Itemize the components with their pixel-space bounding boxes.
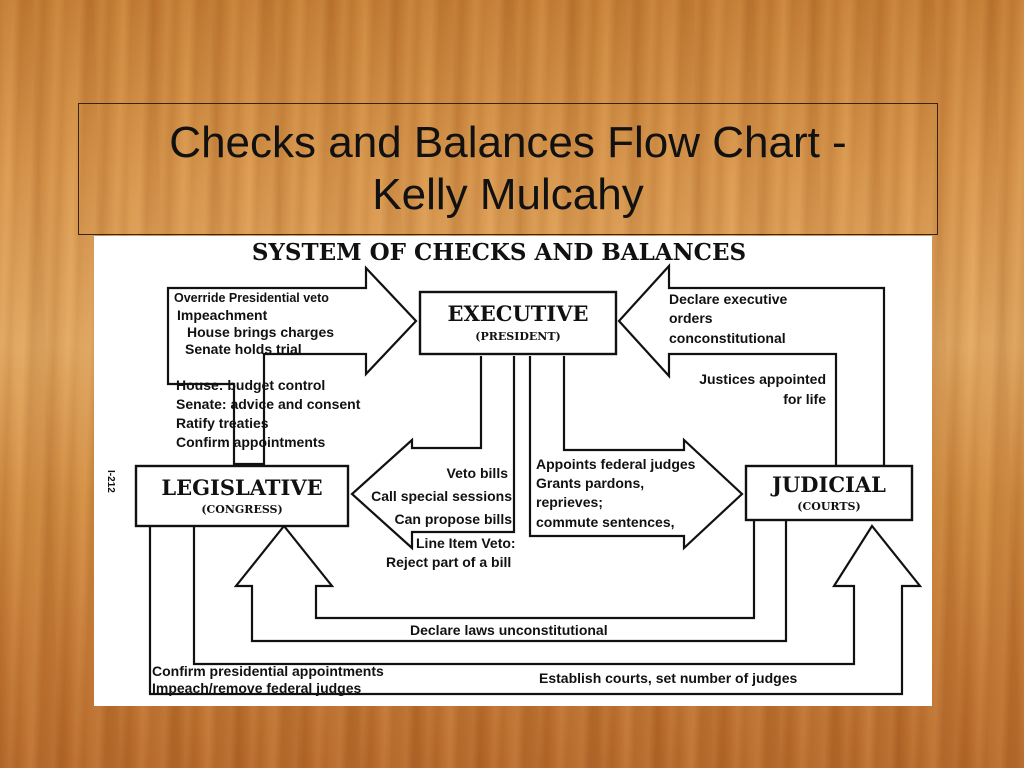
leg-exec-label-4: Senate holds trial [185, 341, 302, 357]
executive-sublabel: (PRESIDENT) [475, 330, 560, 343]
leg-exec-label-1: Override Presidential veto [174, 291, 329, 305]
jud-leg-label: Declare laws unconstitutional [410, 622, 608, 638]
legislative-sublabel: (CONGRESS) [201, 503, 282, 516]
checks-balances-diagram: EXECUTIVE (PRESIDENT) LEGISLATIVE (CONGR… [105, 239, 923, 696]
leg-exec-label-3: House brings charges [187, 324, 334, 340]
slide-title-box: Checks and Balances Flow Chart - Kelly M… [78, 103, 938, 235]
legislative-node: LEGISLATIVE (CONGRESS) [134, 464, 350, 528]
executive-label: EXECUTIVE [447, 301, 588, 326]
exec-jud-label-2: Grants pardons, [536, 475, 644, 491]
leg-exec-label-7: Ratify treaties [176, 415, 269, 431]
exec-leg-label-2: Call special sessions [371, 488, 512, 504]
exec-leg-label-4: Line Item Veto: [416, 535, 516, 551]
diagram-panel: EXECUTIVE (PRESIDENT) LEGISLATIVE (CONGR… [94, 236, 932, 706]
exec-jud-label-1: Appoints federal judges [536, 456, 696, 472]
page-mark: I-212 [105, 470, 116, 493]
jud-exec-label-3: conconstitutional [669, 330, 786, 346]
leg-exec-label-8: Confirm appointments [176, 434, 326, 450]
leg-exec-label-2: Impeachment [177, 307, 268, 323]
exec-leg-label-3: Can propose bills [395, 511, 513, 527]
executive-node: EXECUTIVE (PRESIDENT) [418, 290, 618, 356]
exec-leg-label-5: Reject part of a bill [386, 554, 511, 570]
judicial-sublabel: (COURTS) [797, 500, 860, 513]
slide-title-line1: Checks and Balances Flow Chart - [169, 118, 847, 167]
judicial-node: JUDICIAL (COURTS) [744, 464, 914, 522]
judicial-label: JUDICIAL [770, 472, 886, 497]
jud-exec-label-2: orders [669, 310, 713, 326]
leg-jud-label-2: Impeach/remove federal judges [152, 680, 362, 696]
exec-jud-label-4: commute sentences, [536, 514, 675, 530]
leg-exec-label-5: House: budget control [176, 377, 325, 393]
jud-exec-label-1: Declare executive [669, 291, 788, 307]
slide-title-line2: Kelly Mulcahy [372, 170, 644, 219]
leg-jud-label-3: Establish courts, set number of judges [539, 670, 797, 686]
jud-exec-label-4: Justices appointed [699, 371, 826, 387]
arrow-leg-to-exec [166, 265, 418, 466]
jud-exec-label-5: for life [783, 391, 826, 407]
arrow-exec-to-leg [350, 356, 516, 551]
arrow-exec-to-jud [528, 356, 744, 551]
exec-jud-label-3: reprieves; [536, 494, 603, 510]
exec-leg-label-1: Veto bills [447, 465, 509, 481]
diagram-heading: SYSTEM OF CHECKS AND BALANCES [252, 239, 746, 266]
legislative-label: LEGISLATIVE [161, 475, 322, 500]
leg-jud-label-1: Confirm presidential appointments [152, 663, 384, 679]
leg-exec-label-6: Senate: advice and consent [176, 396, 361, 412]
arrow-leg-to-jud [148, 524, 923, 696]
